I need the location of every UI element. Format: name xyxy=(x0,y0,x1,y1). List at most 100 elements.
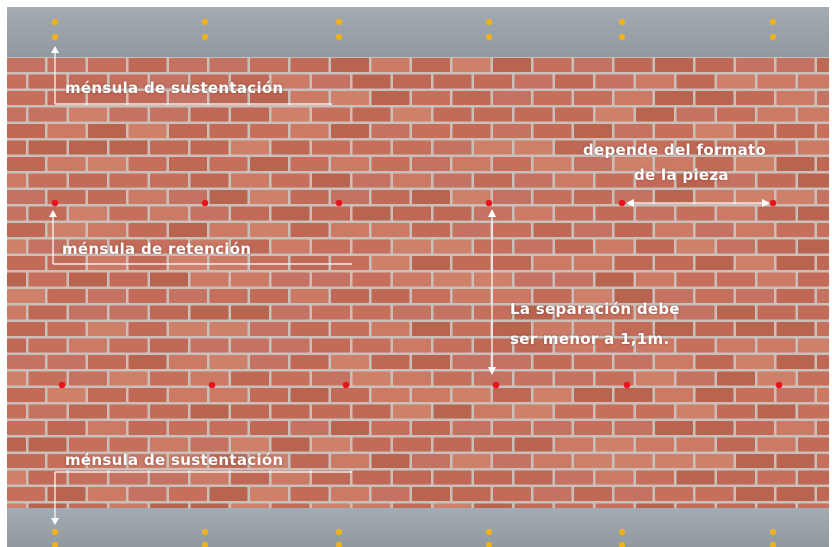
brick xyxy=(7,223,45,237)
brick xyxy=(595,173,634,188)
annotation-lines xyxy=(49,46,770,525)
brick xyxy=(69,338,107,353)
brick xyxy=(250,256,288,270)
brick xyxy=(412,487,450,501)
brick xyxy=(798,272,829,287)
support-marker xyxy=(335,33,343,41)
brick xyxy=(371,454,410,468)
brick xyxy=(331,289,369,303)
brick xyxy=(331,355,369,369)
brick xyxy=(595,74,634,89)
brick xyxy=(776,58,815,72)
brick xyxy=(88,421,126,435)
brick xyxy=(452,421,491,435)
brick xyxy=(109,107,148,122)
brick xyxy=(69,272,107,287)
brick xyxy=(655,487,693,501)
brick xyxy=(271,239,310,254)
brick xyxy=(128,190,167,204)
brick xyxy=(231,140,269,155)
brick xyxy=(209,190,248,204)
brick xyxy=(817,454,829,468)
brick xyxy=(736,487,774,501)
brick xyxy=(209,124,248,138)
brick xyxy=(452,256,491,270)
retention-anchor-dot xyxy=(769,199,777,207)
brick xyxy=(452,322,491,336)
brick xyxy=(433,173,472,188)
brick xyxy=(776,421,815,435)
brick xyxy=(271,404,310,419)
brick xyxy=(636,239,674,254)
brick xyxy=(169,91,207,105)
brick xyxy=(169,388,207,402)
brick xyxy=(736,256,774,270)
brick xyxy=(412,355,450,369)
brick xyxy=(676,107,715,122)
brick-courses xyxy=(7,58,829,508)
brick xyxy=(717,173,755,188)
brick xyxy=(514,503,553,508)
brick xyxy=(393,173,431,188)
brick xyxy=(433,107,472,122)
brick xyxy=(533,157,572,171)
brick xyxy=(190,239,229,254)
brick xyxy=(109,470,148,485)
brick xyxy=(533,388,572,402)
brick xyxy=(493,487,531,501)
brick xyxy=(695,421,734,435)
brick xyxy=(47,223,86,237)
brick xyxy=(655,388,693,402)
brick xyxy=(312,404,350,419)
brick xyxy=(290,454,329,468)
brick xyxy=(614,421,653,435)
support-marker xyxy=(201,541,209,547)
brick xyxy=(371,124,410,138)
brick xyxy=(231,74,269,89)
brick xyxy=(150,470,188,485)
brick xyxy=(614,58,653,72)
brick xyxy=(271,272,310,287)
brick xyxy=(757,371,796,386)
retention-anchor-dot xyxy=(51,199,59,207)
brick xyxy=(676,206,715,221)
bottom-support-arrowhead xyxy=(51,518,59,525)
brick xyxy=(169,454,207,468)
brick xyxy=(312,206,350,221)
brick xyxy=(371,289,410,303)
brick xyxy=(655,91,693,105)
retention-arrowhead xyxy=(49,210,57,217)
brick xyxy=(331,388,369,402)
brick xyxy=(28,140,67,155)
support-marker xyxy=(51,528,59,536)
retention-anchor-dot xyxy=(208,381,216,389)
brick xyxy=(69,404,107,419)
brick xyxy=(88,157,126,171)
retention-anchor-dot xyxy=(342,381,350,389)
brick xyxy=(676,404,715,419)
brick xyxy=(717,503,755,508)
brick xyxy=(169,487,207,501)
brick xyxy=(393,503,431,508)
brick xyxy=(128,256,167,270)
brick xyxy=(798,74,829,89)
brick xyxy=(514,470,553,485)
brick xyxy=(514,371,553,386)
brick xyxy=(69,371,107,386)
brick xyxy=(717,371,755,386)
brick xyxy=(614,355,653,369)
brick xyxy=(250,388,288,402)
brick xyxy=(7,206,26,221)
brick xyxy=(776,190,815,204)
brick xyxy=(514,437,553,452)
brick xyxy=(533,487,572,501)
brick xyxy=(271,173,310,188)
brick xyxy=(312,173,350,188)
brick xyxy=(817,58,829,72)
brick xyxy=(190,305,229,320)
brick xyxy=(474,107,512,122)
brick xyxy=(433,74,472,89)
brick xyxy=(574,58,612,72)
brick xyxy=(514,338,553,353)
